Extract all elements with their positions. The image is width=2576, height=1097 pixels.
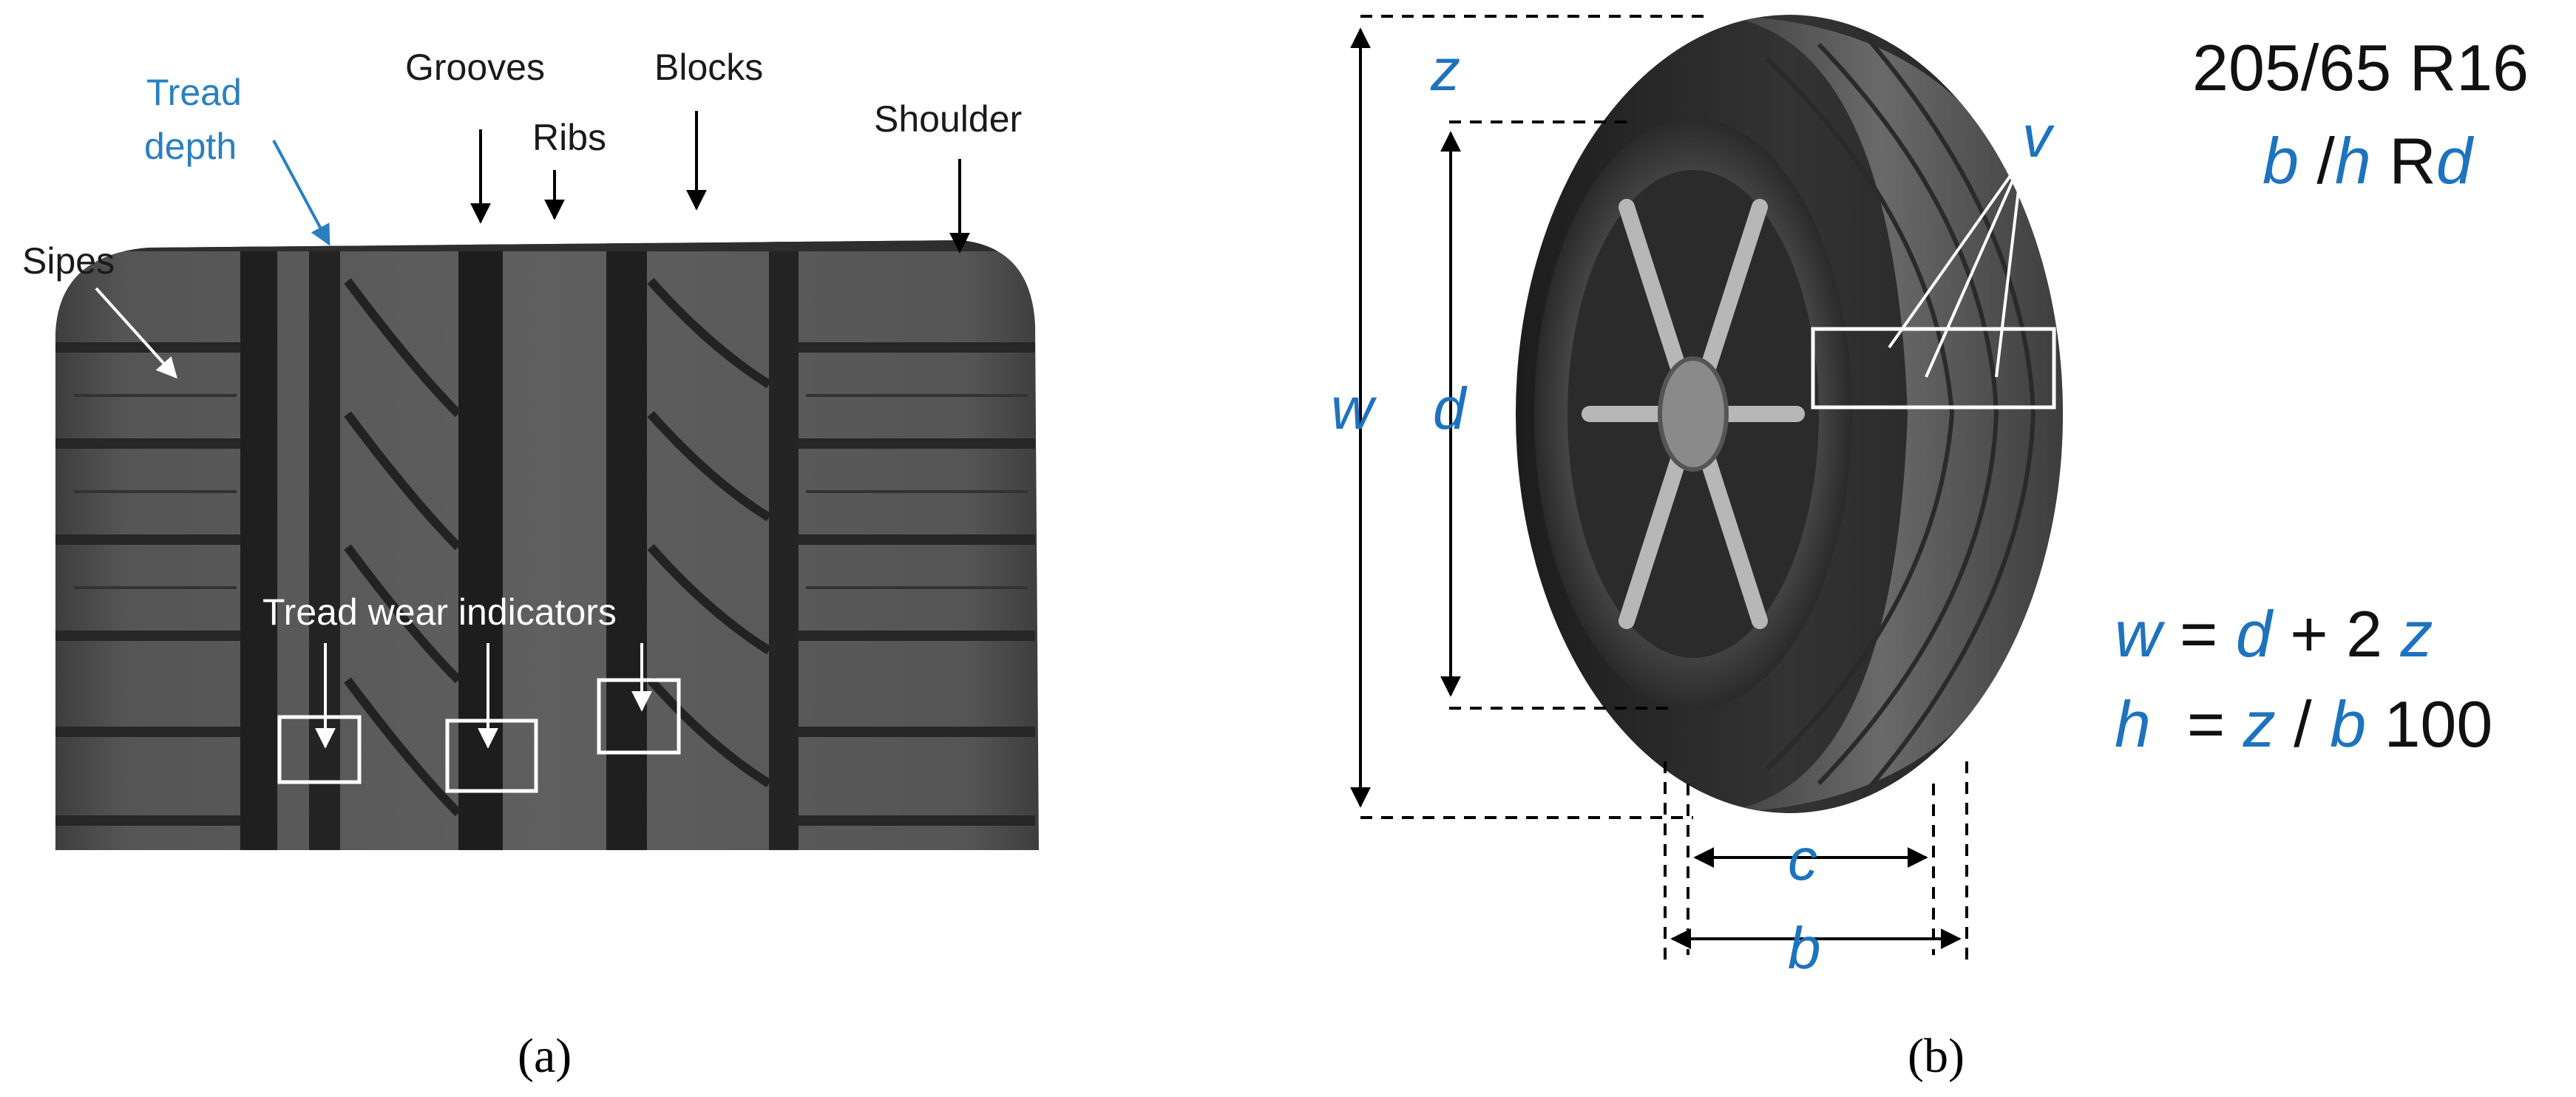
tread-depth-arrow: [272, 140, 331, 246]
shoulder-label: Shoulder: [874, 98, 1022, 140]
formula-h: h = z / b 100: [2115, 687, 2492, 761]
b-label: b: [1788, 915, 1821, 981]
v-label: v: [2022, 103, 2055, 169]
w-label: w: [1331, 376, 1377, 441]
tire-photo: [1516, 15, 2063, 813]
grooves-label: Grooves: [405, 47, 545, 88]
wear-indicator-box-2: [445, 719, 538, 793]
svg-text:Tread: Tread: [146, 72, 242, 113]
blocks-label: Blocks: [654, 47, 763, 88]
sipes-label: Sipes: [22, 240, 115, 282]
tire-size-code: 205/65 R16: [2192, 31, 2529, 104]
svg-text:depth: depth: [144, 126, 237, 167]
wear-indicator-box-1: [277, 715, 362, 784]
ribs-label: Ribs: [532, 117, 606, 158]
tread-pattern-highlight: [1811, 157, 2056, 410]
tire-size-legend: b /h Rd: [2263, 124, 2475, 197]
c-label: c: [1788, 826, 1817, 892]
formula-w: w = d + 2 z: [2115, 597, 2433, 670]
tread-photo: [55, 240, 1039, 850]
sipes-arrow: [95, 287, 177, 379]
tread-depth-label: Tread depth: [144, 72, 331, 246]
caption-b: (b): [1908, 1029, 1965, 1083]
tread-wear-indicators: Tread wear indicators: [262, 591, 681, 793]
svg-text:Tread wear indicators: Tread wear indicators: [262, 591, 617, 633]
wear-indicator-box-3: [597, 678, 681, 755]
dimension-guides: [1360, 15, 1968, 961]
z-label: z: [1430, 37, 1460, 103]
caption-a: (a): [518, 1029, 572, 1083]
d-label: d: [1433, 376, 1468, 441]
